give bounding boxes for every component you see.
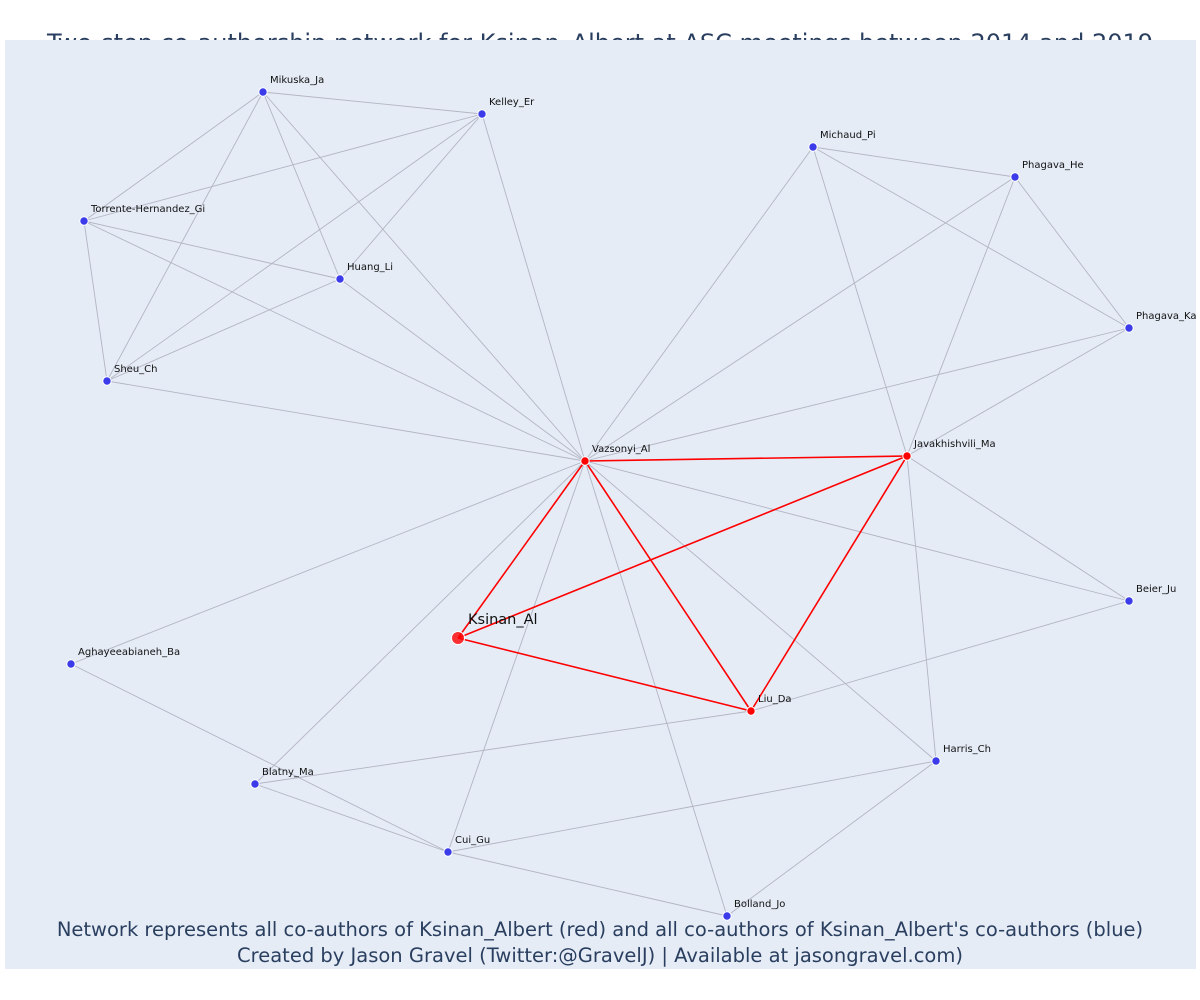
edge-kelley-er--sheu-ch <box>106 113 483 382</box>
node-huang-li[interactable] <box>335 274 345 284</box>
node-label-sheu-ch: Sheu_Ch <box>114 364 158 375</box>
node-phagava-he[interactable] <box>1010 172 1020 182</box>
edge-liu-da--blatny-ma <box>254 710 752 785</box>
edge-vazsonyi-al--bolland-jo <box>584 460 728 917</box>
node-label-aghayeeabianeh-ba: Aghayeeabianeh_Ba <box>78 647 180 658</box>
edge-michaud-pi--javakhishvili-ma <box>812 146 908 457</box>
edges-layer <box>70 91 1130 917</box>
node-mikuska-ja[interactable] <box>258 87 268 97</box>
nodes-layer <box>66 87 1134 921</box>
node-label-kelley-er: Kelley_Er <box>489 97 535 108</box>
node-cui-gu[interactable] <box>443 847 453 857</box>
node-label-mikuska-ja: Mikuska_Ja <box>270 75 324 86</box>
node-label-torrente-hernandez-gi: Torrente-Hernandez_Gi <box>90 204 205 215</box>
edge-kelley-er--huang-li <box>339 113 483 280</box>
edge-vazsonyi-al--aghayeeabianeh-ba <box>70 460 586 665</box>
edge-torrente-hernandez-gi--vazsonyi-al <box>83 220 586 462</box>
node-phagava-ka[interactable] <box>1124 323 1134 333</box>
edge-kelley-er--vazsonyi-al <box>481 113 586 462</box>
node-kelley-er[interactable] <box>477 109 487 119</box>
network-graph: Ksinan_Al Vazsonyi_Al Javakhishvili_MaLiu_… <box>66 75 1196 921</box>
edge-phagava-he--phagava-ka <box>1014 176 1130 329</box>
edge-torrente-hernandez-gi--sheu-ch <box>83 220 108 382</box>
node-blatny-ma[interactable] <box>250 779 260 789</box>
edge-vazsonyi-al--javakhishvili-ma <box>584 455 908 462</box>
edge-javakhishvili-ma--harris-ch <box>906 455 937 762</box>
node-label-liu-da: Liu_Da <box>758 694 792 705</box>
edge-ksinan-al--liu-da <box>457 637 752 712</box>
node-bolland-jo[interactable] <box>722 911 732 921</box>
node-label-harris-ch: Harris_Ch <box>943 744 991 755</box>
node-label-bolland-jo: Bolland_Jo <box>734 899 785 910</box>
node-harris-ch[interactable] <box>931 756 941 766</box>
node-beier-ju[interactable] <box>1124 596 1134 606</box>
node-sheu-ch[interactable] <box>102 376 112 386</box>
edge-harris-ch--bolland-jo <box>726 760 937 917</box>
edge-cui-gu--harris-ch <box>447 760 937 853</box>
edge-vazsonyi-al--liu-da <box>584 460 752 712</box>
edge-huang-li--vazsonyi-al <box>339 278 586 462</box>
node-liu-da[interactable] <box>746 706 756 716</box>
edge-huang-li--sheu-ch <box>106 278 341 382</box>
edge-liu-da--beier-ju <box>750 600 1130 712</box>
edge-ksinan-al--vazsonyi-al <box>457 460 586 639</box>
edge-phagava-he--vazsonyi-al <box>584 176 1016 462</box>
node-label-phagava-he: Phagava_He <box>1022 160 1084 171</box>
node-label-vazsonyi-al: Vazsonyi_Al <box>592 444 650 455</box>
edge-sheu-ch--vazsonyi-al <box>106 380 586 462</box>
footer-credit: Created by Jason Gravel (Twitter:@Gravel… <box>237 944 963 967</box>
node-label-ksinan-al: Ksinan_Al <box>468 612 538 628</box>
edge-mikuska-ja--huang-li <box>262 91 341 280</box>
edge-phagava-ka--javakhishvili-ma <box>906 327 1130 457</box>
node-javakhishvili-ma[interactable] <box>902 451 912 461</box>
node-label-cui-gu: Cui_Gu <box>455 835 490 846</box>
edge-blatny-ma--cui-gu <box>254 783 449 853</box>
node-vazsonyi-al[interactable] <box>580 456 590 466</box>
node-torrente-hernandez-gi[interactable] <box>79 216 89 226</box>
edge-javakhishvili-ma--beier-ju <box>906 455 1130 602</box>
edge-vazsonyi-al--cui-gu <box>447 460 586 853</box>
edge-mikuska-ja--sheu-ch <box>106 91 264 382</box>
node-label-beier-ju: Beier_Ju <box>1136 584 1176 595</box>
edge-javakhishvili-ma--liu-da <box>750 455 908 712</box>
edge-vazsonyi-al--harris-ch <box>584 460 937 762</box>
edge-mikuska-ja--torrente-hernandez-gi <box>83 91 264 222</box>
edge-vazsonyi-al--blatny-ma <box>254 460 586 785</box>
edge-torrente-hernandez-gi--huang-li <box>83 220 341 280</box>
edge-phagava-ka--vazsonyi-al <box>584 327 1130 462</box>
edge-kelley-er--torrente-hernandez-gi <box>83 113 483 222</box>
edge-mikuska-ja--vazsonyi-al <box>262 91 586 462</box>
labels-layer: Ksinan_Al Vazsonyi_Al Javakhishvili_MaLiu_… <box>78 75 1196 910</box>
edge-aghayeeabianeh-ba--cui-gu <box>70 663 449 853</box>
edge-michaud-pi--vazsonyi-al <box>584 146 814 462</box>
node-aghayeeabianeh-ba[interactable] <box>66 659 76 669</box>
edge-phagava-he--javakhishvili-ma <box>906 176 1016 457</box>
node-label-michaud-pi: Michaud_Pi <box>820 130 876 141</box>
edge-vazsonyi-al--beier-ju <box>584 460 1130 602</box>
node-michaud-pi[interactable] <box>808 142 818 152</box>
footer-caption: Network represents all co-authors of Ksi… <box>56 918 1144 941</box>
edge-mikuska-ja--kelley-er <box>262 91 483 115</box>
node-label-javakhishvili-ma: Javakhishvili_Ma <box>913 439 996 450</box>
node-label-blatny-ma: Blatny_Ma <box>262 767 314 778</box>
edge-ksinan-al--javakhishvili-ma <box>457 455 908 639</box>
edge-cui-gu--bolland-jo <box>447 851 728 917</box>
edge-michaud-pi--phagava-he <box>812 146 1016 178</box>
node-label-phagava-ka: Phagava_Ka <box>1136 311 1196 322</box>
node-ksinan-al[interactable] <box>451 631 465 645</box>
node-label-huang-li: Huang_Li <box>347 262 393 273</box>
edge-michaud-pi--phagava-ka <box>812 146 1130 329</box>
